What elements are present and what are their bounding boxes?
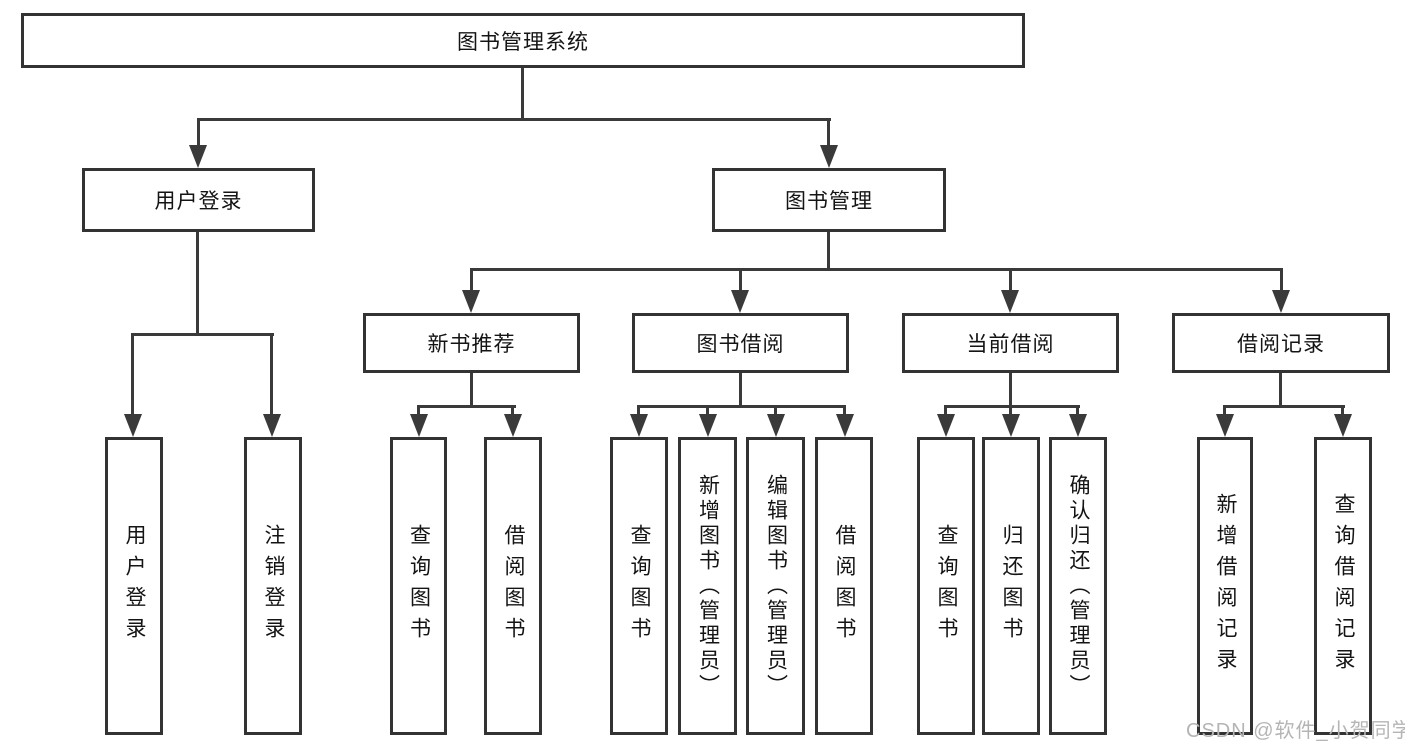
connector-login-hline <box>132 333 274 336</box>
node-book-management: 图书管理 <box>712 168 946 232</box>
connector-shaft <box>1009 268 1012 292</box>
arrowhead-down <box>504 414 522 437</box>
node-book-management-label: 图书管理 <box>785 190 873 213</box>
connector-mgmt-shaft <box>827 118 830 147</box>
leaf-user-login: 用户登录 <box>105 437 163 735</box>
arrowhead-down <box>462 290 480 313</box>
connector-shaft <box>1223 405 1226 416</box>
arrowhead-down <box>1334 414 1352 437</box>
connector-shaft <box>1341 405 1344 416</box>
arrowhead-down <box>124 414 142 437</box>
leaf-recommend-query-books-label: 查询图书 <box>407 524 431 648</box>
arrowhead-down <box>820 145 838 168</box>
connector-shaft <box>417 405 420 416</box>
connector-shaft <box>131 333 134 416</box>
connector-current-stem <box>1009 373 1012 408</box>
connector-root-stem <box>521 68 524 121</box>
leaf-records-query-record: 查询借阅记录 <box>1314 437 1372 735</box>
arrowhead-down <box>263 414 281 437</box>
leaf-logout: 注销登录 <box>244 437 302 735</box>
node-root-label: 图书管理系统 <box>457 30 589 54</box>
node-book-borrow-label: 图书借阅 <box>696 333 785 356</box>
leaf-recommend-borrow-books: 借阅图书 <box>484 437 542 735</box>
csdn-watermark: CSDN @软件_小贺同学 <box>1186 720 1405 742</box>
node-current-borrow-label: 当前借阅 <box>966 333 1055 356</box>
leaf-records-add-record-label: 新增借阅记录 <box>1214 493 1237 679</box>
node-new-book-recommend: 新书推荐 <box>363 313 580 373</box>
leaf-borrow-query-books-label: 查询图书 <box>628 524 651 648</box>
connector-borrow-hline <box>638 405 846 408</box>
node-book-borrow: 图书借阅 <box>632 313 849 373</box>
arrowhead-down <box>699 414 717 437</box>
arrowhead-down <box>1002 414 1020 437</box>
connector-shaft <box>1280 268 1283 292</box>
leaf-borrow-edit-books-admin: 编辑图书（管理员） <box>746 437 805 735</box>
leaf-logout-label: 注销登录 <box>262 524 285 648</box>
connector-login-stem <box>196 232 199 336</box>
leaf-records-query-record-label: 查询借阅记录 <box>1332 493 1355 679</box>
connector-shaft <box>706 405 709 416</box>
connector-shaft <box>637 405 640 416</box>
connector-level2-hline <box>197 118 831 121</box>
leaf-current-return-books: 归还图书 <box>982 437 1040 735</box>
leaf-user-login-label: 用户登录 <box>123 524 146 648</box>
leaf-borrow-add-books-admin: 新增图书（管理员） <box>678 437 737 735</box>
leaf-borrow-borrow-books: 借阅图书 <box>815 437 873 735</box>
node-borrow-records-label: 借阅记录 <box>1237 333 1325 356</box>
connector-shaft <box>1009 405 1012 416</box>
connector-recommend-stem <box>470 373 473 408</box>
connector-shaft <box>1076 405 1079 416</box>
connector-level3-hline <box>470 268 1283 271</box>
connector-borrow-stem <box>739 373 742 408</box>
connector-current-hline <box>945 405 1080 408</box>
leaf-current-return-books-label: 归还图书 <box>1000 524 1023 648</box>
arrowhead-down <box>410 414 428 437</box>
leaf-current-query-books-label: 查询图书 <box>935 524 958 648</box>
leaf-borrow-borrow-books-label: 借阅图书 <box>833 524 856 648</box>
arrowhead-down <box>630 414 648 437</box>
node-current-borrow: 当前借阅 <box>902 313 1119 373</box>
arrowhead-down <box>836 414 854 437</box>
arrowhead-down <box>767 414 785 437</box>
connector-shaft <box>511 405 514 416</box>
connector-records-hline <box>1224 405 1345 408</box>
connector-shaft <box>843 405 846 416</box>
connector-recommend-hline <box>417 405 516 408</box>
connector-mgmt-stem <box>827 232 830 271</box>
connector-shaft <box>944 405 947 416</box>
leaf-current-confirm-return-admin: 确认归还（管理员） <box>1049 437 1107 735</box>
connector-shaft <box>470 268 473 292</box>
leaf-current-query-books: 查询图书 <box>917 437 975 735</box>
node-user-login-label: 用户登录 <box>154 190 243 213</box>
leaf-recommend-borrow-books-label: 借阅图书 <box>502 524 525 648</box>
leaf-records-add-record: 新增借阅记录 <box>1197 437 1253 735</box>
connector-shaft <box>270 333 273 416</box>
node-root: 图书管理系统 <box>21 13 1025 68</box>
arrowhead-down <box>1001 290 1019 313</box>
arrowhead-down <box>937 414 955 437</box>
leaf-borrow-add-books-admin-label: 新增图书（管理员） <box>696 473 720 699</box>
leaf-borrow-query-books: 查询图书 <box>610 437 668 735</box>
leaf-borrow-edit-books-admin-label: 编辑图书（管理员） <box>764 473 788 699</box>
node-borrow-records: 借阅记录 <box>1172 313 1390 373</box>
arrowhead-down <box>731 290 749 313</box>
leaf-recommend-query-books: 查询图书 <box>390 437 447 735</box>
arrowhead-down <box>1272 290 1290 313</box>
connector-records-stem <box>1279 373 1282 408</box>
node-user-login: 用户登录 <box>82 168 315 232</box>
arrowhead-down <box>1069 414 1087 437</box>
arrowhead-down <box>1216 414 1234 437</box>
leaf-current-confirm-return-admin-label: 确认归还（管理员） <box>1067 473 1090 699</box>
arrowhead-down <box>189 145 207 168</box>
connector-shaft <box>739 268 742 292</box>
connector-login-shaft <box>197 118 200 147</box>
node-new-book-recommend-label: 新书推荐 <box>427 333 516 356</box>
connector-shaft <box>774 405 777 416</box>
